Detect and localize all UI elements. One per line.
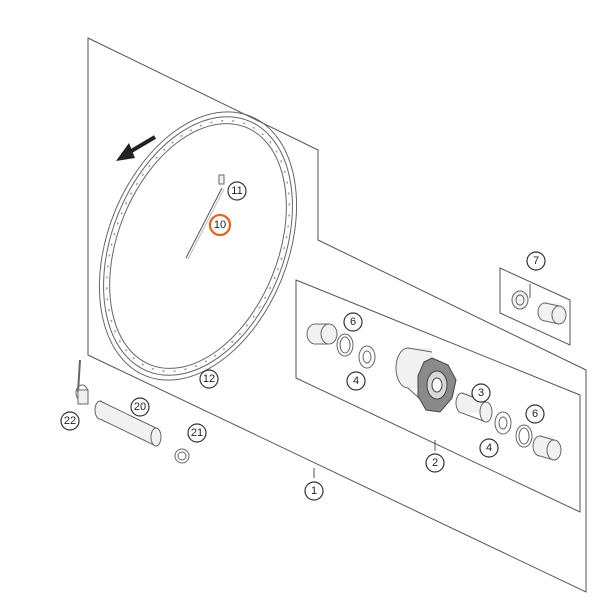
spoke-nipple (218, 174, 225, 185)
bearing-right (494, 411, 512, 435)
callout-4b: 4 (479, 438, 499, 458)
callout-10: 10 (208, 213, 232, 237)
callout-20-label: 20 (134, 401, 146, 413)
callout-12: 12 (199, 369, 219, 389)
callout-4a: 4 (346, 371, 366, 391)
callout-20: 20 (130, 397, 150, 417)
callout-22: 22 (60, 411, 80, 431)
callout-6b: 6 (525, 404, 545, 424)
callout-21: 21 (187, 423, 207, 443)
hub-bearing-spacer-left (306, 323, 338, 345)
callout-6b-label: 6 (532, 408, 538, 420)
callout-22-label: 22 (64, 415, 76, 427)
bearing-left (358, 345, 376, 369)
callout-7: 7 (526, 251, 546, 271)
callout-1: 1 (304, 481, 324, 501)
callout-21-label: 21 (191, 427, 203, 439)
callout-3-label: 3 (478, 387, 484, 399)
callout-3: 3 (471, 383, 491, 403)
callout-4b-label: 4 (486, 442, 492, 454)
rim (98, 111, 298, 381)
hub-bearing-spacer-right (532, 435, 562, 461)
callout-2-label: 2 (432, 457, 438, 469)
callout-11-label: 11 (231, 185, 242, 197)
callout-10-label: 10 (214, 219, 226, 231)
spoke (185, 187, 225, 260)
callout-4a-label: 4 (353, 375, 359, 387)
spindle-clamp-lever (75, 359, 89, 405)
bearing-kit-panel (499, 267, 571, 346)
bearing-kit-parts (511, 290, 567, 325)
seal-ring-left (336, 333, 354, 357)
callout-1-label: 1 (311, 485, 317, 497)
callout-6a: 6 (343, 312, 363, 332)
rotation-direction-arrow-icon (116, 135, 157, 161)
callout-12-label: 12 (203, 373, 215, 385)
callout-7-label: 7 (533, 255, 539, 267)
callout-6a-label: 6 (350, 316, 356, 328)
main-assembly-panel (87, 37, 587, 593)
seal-ring-right (515, 424, 533, 448)
callout-11: 11 (227, 181, 247, 201)
callout-2: 2 (425, 453, 445, 473)
wheel-hub (395, 347, 457, 413)
collar-bushing (174, 448, 190, 464)
leader-lines (313, 284, 531, 478)
hub-subassembly-panel (295, 279, 581, 513)
wheel-spindle (94, 400, 162, 447)
